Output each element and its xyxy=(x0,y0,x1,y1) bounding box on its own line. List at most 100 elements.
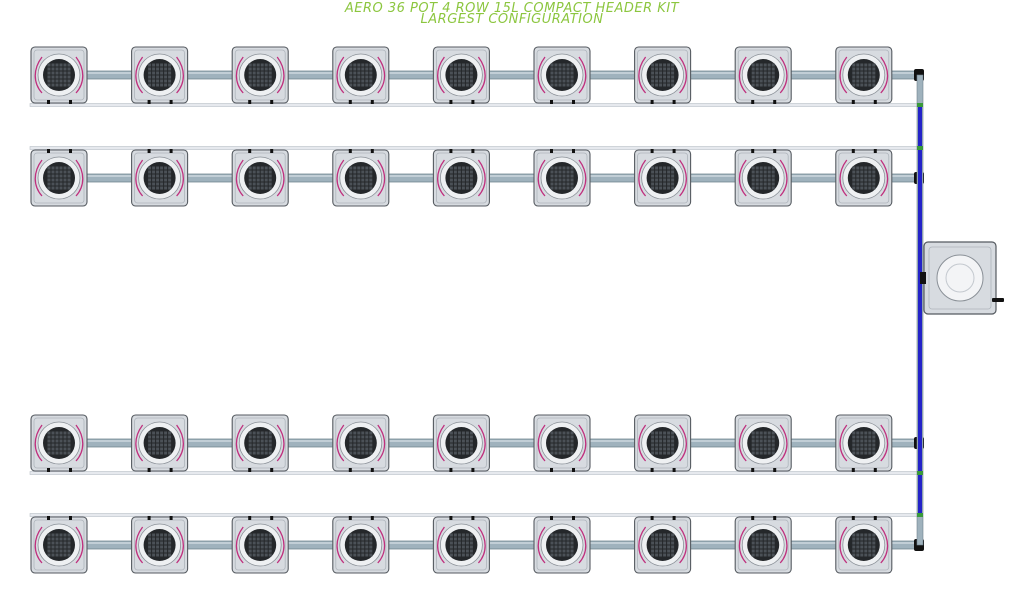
net-grid-cell xyxy=(449,451,453,455)
net-grid-cell xyxy=(453,545,457,549)
drip-line xyxy=(336,424,345,462)
net-grid-cell xyxy=(264,71,268,75)
net-grid-cell xyxy=(156,439,160,443)
grow-pot-icon xyxy=(30,516,88,574)
net-grid-cell xyxy=(264,170,268,174)
net-grid-cell xyxy=(164,174,168,178)
net-grid-cell xyxy=(457,170,461,174)
net-grid-cell xyxy=(248,545,252,549)
net-grid-cell xyxy=(453,533,457,537)
net-grid-cell xyxy=(771,537,775,541)
net-grid-cell xyxy=(55,79,59,83)
net-grid-cell xyxy=(570,63,574,67)
drip-clip xyxy=(270,468,274,472)
net-grid-cell xyxy=(558,451,562,455)
net-grid-cell xyxy=(67,435,71,439)
pot-rim xyxy=(435,519,487,571)
net-grid-cell xyxy=(860,166,864,170)
net-grid-cell xyxy=(860,170,864,174)
net-grid-cell xyxy=(469,545,473,549)
net-grid-cell xyxy=(51,166,55,170)
net-grid-cell xyxy=(868,67,872,71)
net-grid-cell xyxy=(856,83,860,87)
net-grid-cell xyxy=(465,545,469,549)
net-grid-cell xyxy=(160,451,164,455)
net-grid-cell xyxy=(453,75,457,79)
net-grid-cell xyxy=(449,435,453,439)
drip-line xyxy=(839,526,848,564)
net-grid-cell xyxy=(349,79,353,83)
net-grid-cell xyxy=(558,431,562,435)
net-grid-cell xyxy=(51,443,55,447)
pot-rim xyxy=(536,519,588,571)
return-line xyxy=(29,513,921,517)
net-grid-cell xyxy=(51,541,55,545)
net-grid-cell xyxy=(63,439,67,443)
net-grid-cell xyxy=(759,166,763,170)
net-grid-cell xyxy=(51,533,55,537)
drip-line xyxy=(377,424,386,462)
net-grid-cell xyxy=(554,443,558,447)
header-connector xyxy=(917,471,923,475)
drip-line xyxy=(437,56,445,94)
net-grid-cell xyxy=(872,549,876,553)
net-grid-cell xyxy=(550,443,554,447)
header-connector xyxy=(917,103,923,107)
net-grid-cell xyxy=(252,178,256,182)
net-grid-cell xyxy=(868,182,872,186)
net-grid-cell xyxy=(852,533,856,537)
net-grid-cell xyxy=(755,71,759,75)
net-grid-cell xyxy=(864,431,868,435)
net-grid-cell xyxy=(252,186,256,190)
net-grid-cell xyxy=(353,451,357,455)
net-grid-cell xyxy=(248,451,252,455)
tank-inlet xyxy=(920,272,926,284)
net-grid-cell xyxy=(365,186,369,190)
net-grid-cell xyxy=(469,75,473,79)
net-grid-cell xyxy=(554,170,558,174)
net-grid-cell xyxy=(47,174,51,178)
net-grid-cell xyxy=(168,533,172,537)
net-grid-cell xyxy=(365,67,369,71)
net-grid-cell xyxy=(357,447,361,451)
net-grid-cell xyxy=(453,439,457,443)
net-grid-cell xyxy=(268,186,272,190)
net-grid-cell xyxy=(357,79,361,83)
net-grid-cell xyxy=(751,553,755,557)
net-grid-cell xyxy=(667,537,671,541)
net-grid-cell xyxy=(361,443,365,447)
net-grid-cell xyxy=(659,178,663,182)
net-grid-cell xyxy=(457,443,461,447)
net-grid-cell xyxy=(671,75,675,79)
net-grid-cell xyxy=(759,431,763,435)
net-grid-cell xyxy=(860,63,864,67)
net-grid-cell xyxy=(453,443,457,447)
net-grid-cell xyxy=(156,83,160,87)
net-grid-cell xyxy=(465,435,469,439)
drip-line xyxy=(537,526,546,564)
net-grid-cell xyxy=(651,63,655,67)
net-grid-cell xyxy=(767,537,771,541)
net-grid-cell xyxy=(651,178,655,182)
net-grid-cell xyxy=(771,545,775,549)
net-grid-cell xyxy=(268,166,272,170)
net-grid-cell xyxy=(864,435,868,439)
drip-line xyxy=(537,159,546,197)
net-grid-cell xyxy=(759,443,763,447)
net-grid-cell xyxy=(256,435,260,439)
net-grid-cell xyxy=(453,537,457,541)
net-grid-cell xyxy=(47,443,51,447)
net-grid-cell xyxy=(759,182,763,186)
net-grid-cell xyxy=(256,186,260,190)
net-grid-cell xyxy=(168,170,172,174)
net-grid-cell xyxy=(152,431,156,435)
net-grid-cell xyxy=(252,166,256,170)
net-grid-cell xyxy=(868,541,872,545)
net-grid-cell xyxy=(47,67,51,71)
net-grid-cell xyxy=(264,178,268,182)
drip-clip xyxy=(348,468,352,472)
net-grid-cell xyxy=(852,83,856,87)
net-grid-cell xyxy=(361,83,365,87)
net-grid-cell xyxy=(663,178,667,182)
net-grid-cell xyxy=(59,166,63,170)
